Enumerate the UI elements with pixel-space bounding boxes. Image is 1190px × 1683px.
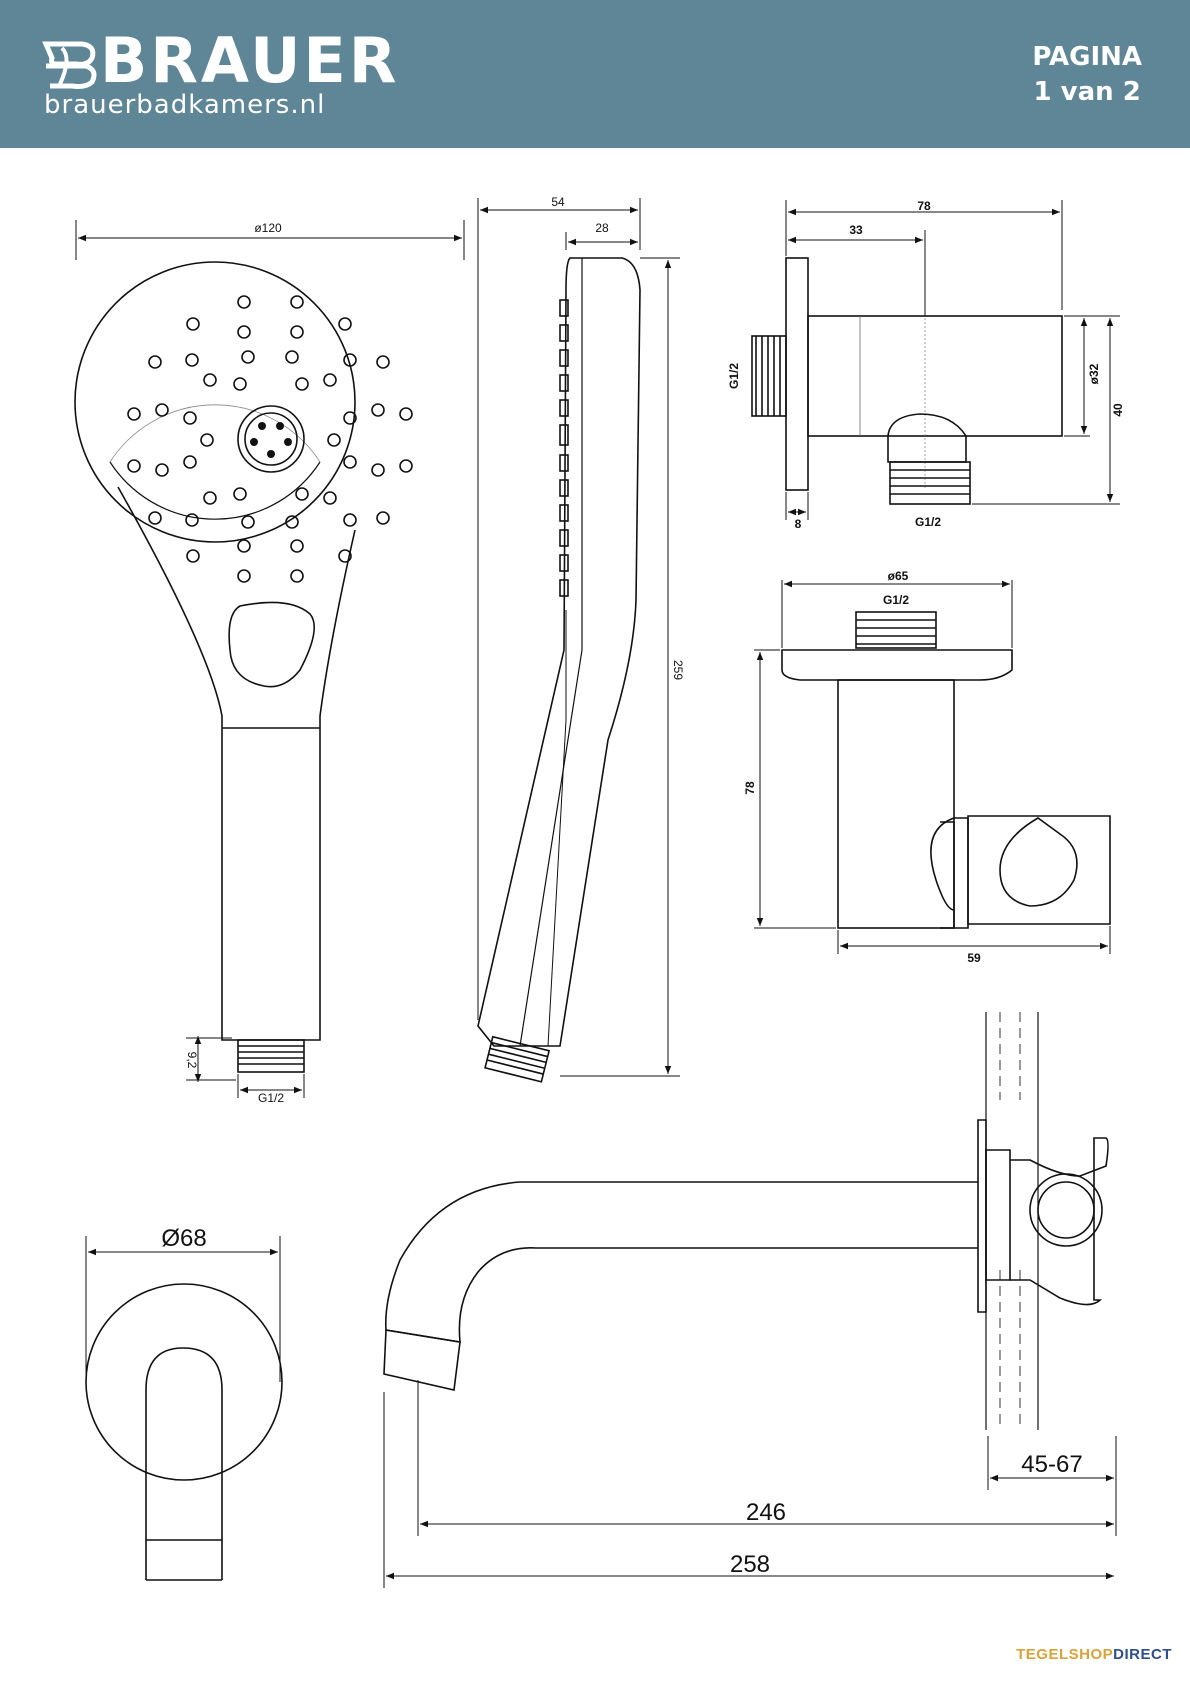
website-url: brauerbadkamers.nl [44,90,326,120]
dim-spout-total: 258 [730,1551,770,1578]
dim-outlet-diameter: ø32 [1087,363,1101,384]
thread-bottom [889,461,971,505]
dim-thread-height: 9,2 [185,1052,199,1069]
page-number: 1 van 2 [1033,77,1141,107]
footer-logo-part1: TEGEL [1016,1646,1069,1663]
spout-front-view [85,1283,283,1581]
dim-rosette-diameter: Ø68 [161,1225,206,1252]
dim-handshower-diameter: ø120 [254,221,282,235]
dim-outlet-offset: 33 [849,223,863,237]
dim-outlet-width: 78 [917,199,931,213]
dim-side-length: 259 [671,660,685,680]
page-label: PAGINA [1032,42,1142,72]
thread-front [237,1039,305,1073]
dim-holder-thread: G1/2 [883,593,909,607]
dim-outlet-height: 40 [1111,403,1125,417]
brauer-logo-icon [42,41,97,89]
footer-logo-part3: DIRECT [1113,1646,1172,1663]
dim-side-neck: 28 [595,221,609,235]
thread-side [484,1035,551,1083]
dim-spout-projection: 246 [746,1499,786,1526]
technical-drawing: ø120 9,2 G1/2 54 28 259 78 33 G1/2 ø32 4… [74,195,1125,1588]
dim-holder-width: 59 [967,951,981,965]
wall-outlet-view [751,257,1063,505]
dim-wall-adjust: 45-67 [1021,1451,1082,1478]
dim-holder-diameter: ø65 [888,569,909,583]
thread-left [751,335,787,417]
spray-nozzles [127,295,413,583]
footer-logo-part2: SHOP [1068,1646,1114,1663]
shower-holder-view [781,611,1111,929]
dim-side-depth: 54 [551,195,565,209]
dim-outlet-flange: 8 [795,517,802,531]
brand-name: BRAUER [100,24,400,97]
handshower-side-view [477,257,641,1083]
header-bar: BRAUER brauerbadkamers.nl PAGINA 1 van 2 [0,0,1190,148]
tegelshopdirect-logo: TEGELSHOPDIRECT [1016,1646,1172,1663]
dim-outlet-thread-bottom: G1/2 [915,515,941,529]
dim-holder-height: 78 [743,781,757,795]
dim-outlet-thread-left: G1/2 [727,363,741,389]
handshower-front-view [74,261,413,1073]
spout-side-view [383,1012,1109,1430]
side-buttons [559,299,569,597]
page-indicator: PAGINA 1 van 2 [1032,40,1142,110]
dim-front-thread: G1/2 [258,1091,284,1105]
